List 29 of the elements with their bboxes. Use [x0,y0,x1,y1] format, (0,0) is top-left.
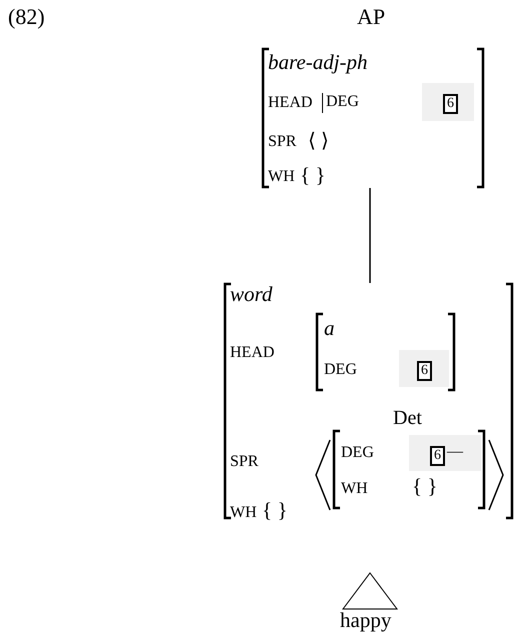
value-text: { } [300,165,326,186]
feature-label: WH [341,481,368,497]
value-text: { } [262,500,288,521]
type-label: a [324,318,334,339]
category-label: AP [357,6,386,28]
value-text: ⟨ ⟩ [308,131,329,151]
feature-label: WH [230,505,257,521]
feature-label: SPR [230,454,258,470]
shaded-cell [422,83,474,121]
value-text: { } [412,476,438,497]
example-number: (82) [8,6,45,28]
feature-label: DEG [324,362,357,378]
feature-label: DEG [341,445,374,461]
feature-label: WH [268,169,295,185]
word-label: happy [340,610,392,631]
category-label: Det [393,408,422,428]
value-text: — [447,444,463,460]
feature-label: HEAD [268,95,312,111]
tag-number: 6 [430,446,445,466]
feature-label: DEG [322,93,359,113]
type-label: bare-adj-ph [268,52,368,73]
feature-label: SPR [268,134,296,150]
feature-label: HEAD [230,345,274,361]
shaded-cell [409,435,481,471]
tag-number: 6 [417,361,432,381]
shaded-cell [399,350,449,387]
tag-number: 6 [443,94,458,114]
type-label: word [230,284,272,305]
tree-branch-line [369,188,371,283]
